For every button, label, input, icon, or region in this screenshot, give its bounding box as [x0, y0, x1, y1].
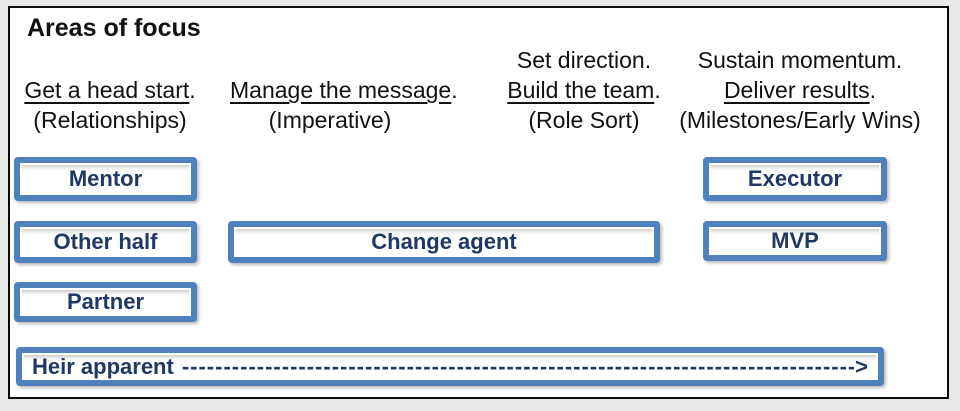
focus-phase-line-1 — [15, 45, 205, 75]
focus-main-line-4: Deliver results. — [674, 75, 926, 105]
focus-main-line-3: Build the team. — [474, 75, 694, 105]
focus-category-line-4: (Milestones/Early Wins) — [679, 107, 921, 133]
areas-of-focus-panel: Areas of focus Get a head start. (Relati… — [8, 6, 949, 399]
arrow-head-icon: > — [855, 353, 868, 379]
dashed-line: ----------------------------------------… — [181, 353, 854, 379]
box-partner: Partner — [14, 282, 197, 322]
focus-main-text-4: Deliver results — [723, 77, 870, 103]
focus-category-line-1: (Relationships) — [33, 107, 187, 133]
role-label: Partner — [66, 289, 145, 314]
role-label: Executor — [747, 166, 843, 191]
focus-main-suffix-2: . — [451, 77, 458, 103]
focus-main-suffix-3: . — [654, 77, 661, 103]
column-header-imperative: Manage the message. (Imperative) — [230, 45, 458, 135]
focus-main-text-2: Manage the message — [230, 77, 452, 103]
focus-category-line-3: (Role Sort) — [528, 107, 640, 133]
role-label: Other half — [53, 229, 158, 254]
heir-apparent-label: Heir apparent — [32, 353, 174, 379]
focus-phase-line-3: Set direction. — [516, 47, 652, 73]
focus-main-text-1: Get a head start — [24, 77, 190, 103]
box-other-half: Other half — [14, 221, 197, 263]
box-mentor: Mentor — [14, 157, 197, 201]
box-executor: Executor — [703, 157, 887, 201]
focus-main-line-1: Get a head start. — [15, 75, 205, 105]
role-label: Mentor — [68, 166, 143, 191]
focus-main-text-3: Build the team — [507, 77, 655, 103]
box-change-agent: Change agent — [228, 221, 660, 263]
role-label: MVP — [771, 228, 819, 253]
focus-main-suffix-1: . — [189, 77, 196, 103]
focus-phase-line-4: Sustain momentum. — [697, 47, 903, 73]
column-header-milestones: Sustain momentum. Deliver results. (Mile… — [674, 45, 926, 135]
column-header-role-sort: Set direction. Build the team. (Role Sor… — [474, 45, 694, 135]
box-heir-apparent: Heir apparent --------------------------… — [16, 347, 884, 386]
focus-category-line-2: (Imperative) — [268, 107, 392, 133]
role-label: Change agent — [371, 229, 517, 254]
focus-main-suffix-4: . — [869, 77, 877, 103]
focus-phase-line-2 — [230, 45, 430, 75]
panel-title: Areas of focus — [27, 14, 201, 42]
box-mvp: MVP — [703, 221, 887, 261]
focus-main-line-2: Manage the message. — [230, 75, 458, 105]
column-header-relationships: Get a head start. (Relationships) — [15, 45, 205, 135]
